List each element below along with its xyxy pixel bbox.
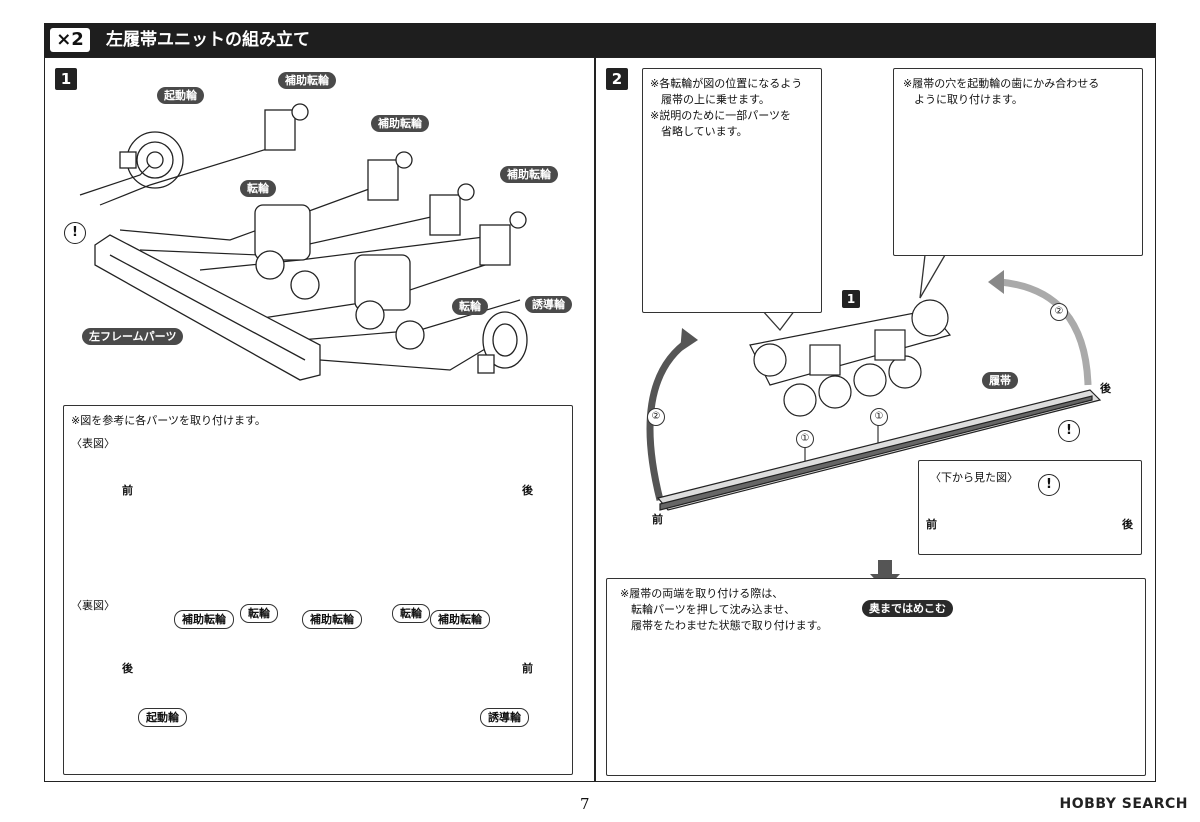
back-label-idler-wheel: 誘導輪 [480, 708, 529, 727]
section-header: ×2 左履帯ユニットの組み立て [44, 23, 1156, 57]
rear-mark: 後 [522, 484, 533, 497]
left-frame-drawing [94, 234, 321, 381]
callout-right-text: ※履帯の穴を起動輪の歯にかみ合わせる ように取り付けます。 [903, 77, 1100, 106]
bottom-rear-mark: 後 [1122, 518, 1133, 531]
label-support-roller-2: 補助転輪 [371, 115, 429, 132]
back-front-mark: 前 [522, 662, 533, 675]
front-view-label: 〈表図〉 [71, 437, 115, 450]
rotate-arrow-left-head [680, 328, 698, 352]
caution-icon: ! [64, 222, 86, 244]
instruction-frame [44, 57, 1156, 782]
order-mark-1b: ① [870, 408, 888, 426]
order-mark-2-right: ② [1050, 303, 1068, 321]
bottom-caution-icon: ! [1038, 474, 1060, 496]
step-number-1: 1 [55, 68, 77, 90]
panel-divider [594, 57, 596, 782]
idler-wheel-drawing [477, 311, 528, 374]
order-mark-1a: ① [796, 430, 814, 448]
sub-step-1: 1 [842, 290, 860, 308]
watermark: HOBBY SEARCH [1059, 796, 1188, 812]
drive-sprocket-drawing [119, 131, 184, 189]
reference-note: ※図を参考に各パーツを取り付けます。 [71, 414, 266, 427]
suspension-assembly-drawing [749, 299, 952, 417]
road-wheel-drawings [254, 204, 425, 350]
track-belt-drawing [656, 389, 1102, 511]
label-support-roller-1: 補助転輪 [278, 72, 336, 89]
label-drive-sprocket: 起動輪 [157, 87, 204, 104]
callout-right-box [893, 68, 1143, 256]
back-label-road-wheel-a: 転輪 [240, 604, 278, 623]
track-front-mark: 前 [652, 513, 663, 526]
label-road-wheel-1: 転輪 [240, 180, 276, 197]
support-roller-drawings [264, 103, 527, 266]
bottom-view-box [918, 460, 1142, 555]
label-support-roller-3: 補助転輪 [500, 166, 558, 183]
push-in-label: 奥まではめこむ [862, 600, 953, 617]
callout-right-pointer [919, 254, 947, 299]
back-label-road-wheel-b: 転輪 [392, 604, 430, 623]
track-rear-mark: 後 [1100, 382, 1111, 395]
back-label-support-roller-a: 補助転輪 [174, 610, 234, 629]
rotate-arrow-right-head [988, 270, 1004, 294]
back-label-drive-sprocket: 起動輪 [138, 708, 187, 727]
label-left-frame: 左フレームパーツ [82, 328, 184, 345]
track-caution-icon: ! [1058, 420, 1080, 442]
step-number-2: 2 [606, 68, 628, 90]
rotate-arrow-right [999, 278, 1092, 386]
label-road-wheel-2: 転輪 [452, 298, 488, 315]
section-title: 左履帯ユニットの組み立て [106, 30, 310, 50]
bottom-front-mark: 前 [926, 518, 937, 531]
bottom-view-title: 〈下から見た図〉 [930, 471, 1018, 484]
label-idler-wheel: 誘導輪 [525, 296, 572, 313]
back-label-support-roller-c: 補助転輪 [430, 610, 490, 629]
back-rear-mark: 後 [122, 662, 133, 675]
rotate-arrow-left [646, 337, 692, 501]
callout-left-box [642, 68, 822, 313]
order-mark-2-left: ② [647, 408, 665, 426]
label-track: 履帯 [982, 372, 1018, 389]
back-view-label: 〈裏図〉 [71, 599, 115, 612]
install-note-text: ※履帯の両端を取り付ける際は、 転輪パーツを押して沈み込ませ、 履帯をたわませた… [620, 587, 828, 632]
callout-left-text: ※各転輪が図の位置になるよう 履帯の上に乗せます。 ※説明のために一部パーツを … [650, 77, 803, 138]
callout-left-pointer [760, 309, 797, 332]
multiplier-badge: ×2 [50, 28, 90, 52]
front-mark: 前 [122, 484, 133, 497]
page-number: 7 [580, 795, 590, 813]
back-label-support-roller-b: 補助転輪 [302, 610, 362, 629]
